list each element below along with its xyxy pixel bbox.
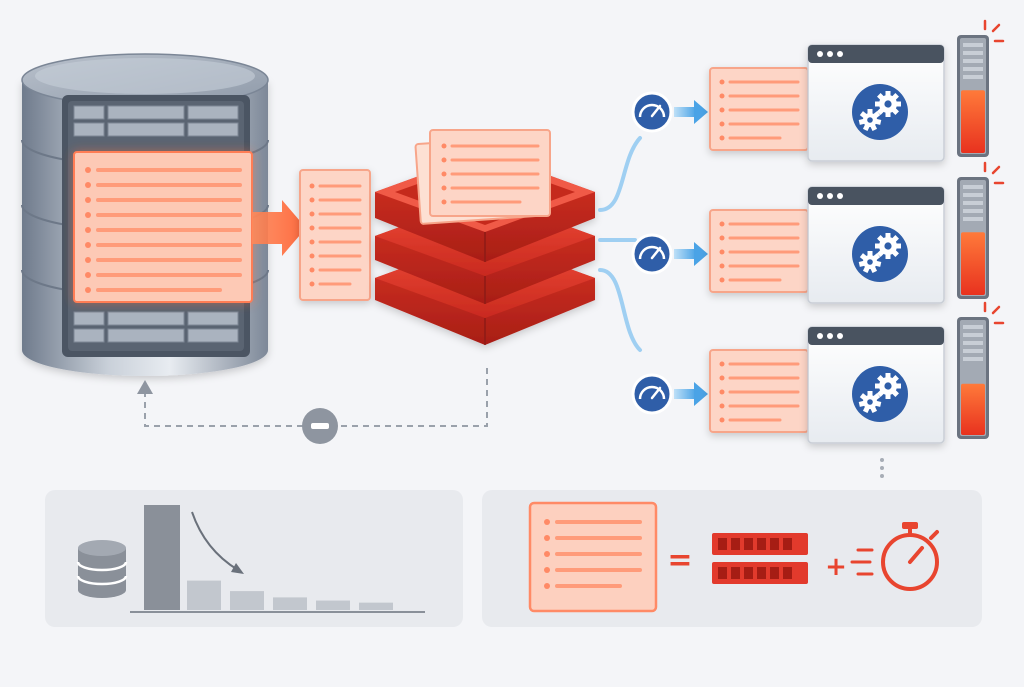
meter-fill	[961, 90, 985, 153]
flow-arrow	[674, 242, 708, 266]
falloff-bar	[230, 591, 264, 610]
falloff-bar	[144, 505, 180, 610]
small-database-icon	[76, 540, 128, 598]
falloff-bar	[187, 580, 221, 610]
falloff-bar	[359, 602, 393, 610]
database-record-lines	[85, 167, 242, 293]
feedback-arrowhead	[137, 380, 153, 394]
more-consumers-dots	[880, 458, 884, 478]
flow-arrow	[674, 382, 708, 406]
speedometer-icon	[631, 233, 673, 275]
stopwatch-icon	[850, 522, 939, 591]
alert-ticks	[983, 161, 1005, 185]
falloff-bar-chart	[144, 505, 393, 610]
level-meter-icon	[957, 177, 989, 299]
database-icon	[21, 53, 269, 376]
speedometer-icon	[631, 91, 673, 133]
alert-ticks	[983, 19, 1005, 43]
flow-arrow	[674, 100, 708, 124]
falloff-bar	[273, 597, 307, 610]
alert-ticks	[983, 301, 1005, 325]
consumer-row	[631, 301, 1005, 444]
consumer-record-card	[709, 349, 809, 433]
meter-fill	[961, 232, 985, 295]
consumer-record-card	[709, 209, 809, 293]
consumer-row	[631, 19, 1005, 162]
level-meter-icon	[957, 35, 989, 157]
minus-icon	[302, 408, 338, 444]
decrease-curve-arrow	[191, 511, 244, 574]
plus-sign: +	[825, 552, 847, 582]
db-to-record-arrow	[252, 200, 306, 256]
meter-fill	[961, 383, 985, 435]
speedometer-icon	[631, 373, 673, 415]
level-meter-icon	[957, 317, 989, 439]
memory-icon	[712, 533, 808, 584]
record-card	[299, 169, 371, 301]
consumer-record-card	[709, 67, 809, 151]
gears-icon	[852, 366, 908, 422]
equals-sign: =	[667, 543, 692, 578]
gears-icon	[852, 84, 908, 140]
cached-record-front	[429, 129, 551, 217]
legend-record-card	[528, 501, 658, 613]
falloff-bar	[316, 600, 350, 610]
fanout-connectors	[598, 136, 642, 352]
gears-icon	[852, 226, 908, 282]
consumer-row	[631, 161, 1005, 304]
